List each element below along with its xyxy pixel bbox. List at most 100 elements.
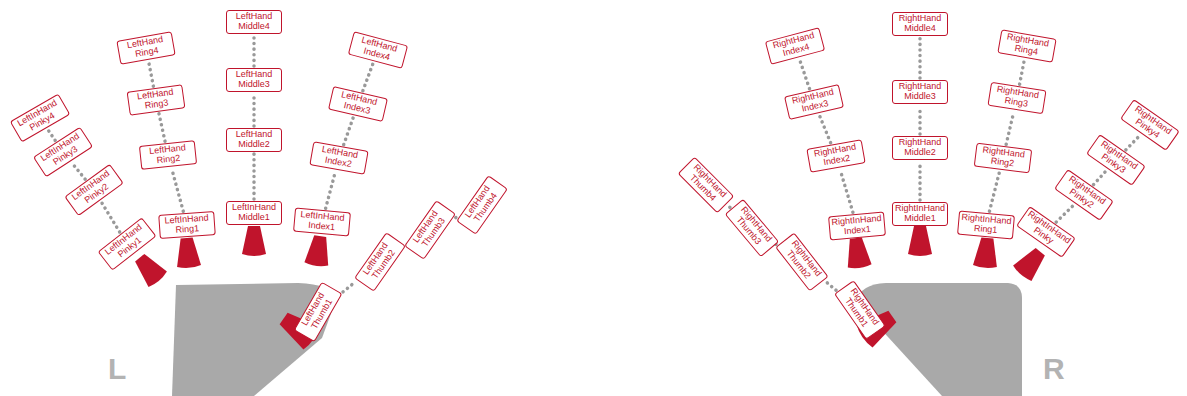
bone-label: LeftHand Index3 — [328, 86, 388, 122]
joint-connector — [918, 162, 922, 200]
bone-label: RightHand Ring3 — [987, 82, 1046, 114]
bone-name: LeftHand Index3 — [331, 89, 384, 120]
bone-label: RightHand Pinky3 — [1086, 134, 1146, 186]
bone-base — [131, 250, 169, 288]
joint-connector — [826, 282, 836, 291]
bone-name: RightHand Ring2 — [977, 145, 1029, 171]
bone-label: RightHand Pinky2 — [1054, 169, 1114, 221]
bone-label: RightHand Middle3 — [892, 80, 948, 104]
bone-name: RightHand Index2 — [810, 142, 863, 170]
bone-base — [304, 234, 332, 267]
bone-label: RightHand Ring2 — [974, 143, 1032, 173]
bone-label: RightInHand Ring1 — [957, 211, 1015, 240]
bone-name: LeftInHand Ring1 — [161, 213, 212, 236]
joint-connector — [149, 62, 154, 86]
joint-connector — [48, 130, 55, 141]
bone-name: RightInHand Index1 — [831, 214, 883, 238]
bone-label: RightHand Thumb2 — [775, 233, 828, 292]
bone-name: LeftHand Middle2 — [229, 130, 279, 150]
joint-connector — [819, 115, 830, 143]
bone-label: RightHand Index3 — [784, 84, 844, 120]
joint-connector — [72, 163, 85, 179]
bone-name: RightHand Ring4 — [1001, 32, 1054, 60]
bone-label: LeftHand Middle3 — [226, 68, 282, 92]
bone-name: LeftHand Index4 — [351, 34, 404, 66]
bone-label: RightHand Ring4 — [997, 29, 1056, 62]
bone-name: RightHand Middle2 — [895, 138, 945, 158]
bone-label: RightHand Index2 — [806, 139, 865, 172]
bone-label: LeftHand Ring3 — [127, 84, 186, 115]
bone-name: RightInHand Pinky — [1020, 209, 1072, 254]
bone-label: LeftHand Ring4 — [116, 31, 175, 64]
joint-connector — [101, 202, 119, 232]
bone-name: LeftHand Index2 — [313, 144, 366, 172]
bone-label: RightInHand Pinky — [1016, 206, 1076, 258]
bone-name: RightHand Pinky2 — [1058, 172, 1110, 217]
bone-label: LeftHand Thumb3 — [404, 200, 456, 260]
bone-name: RightInHand Ring1 — [960, 213, 1012, 237]
bone-label: LeftHand Thumb4 — [456, 175, 508, 235]
joint-connector — [344, 117, 354, 144]
bone-label: LeftHand Middle2 — [226, 128, 282, 152]
bone-label: LeftInHand Ring1 — [158, 211, 216, 239]
bone-label: LeftHand Index4 — [348, 31, 408, 68]
bone-name: RightHand Index3 — [787, 87, 840, 118]
bone-label: RightInHand Index1 — [828, 212, 886, 241]
bone-name: LeftHand Thumb4 — [460, 179, 505, 231]
joint-connector — [918, 38, 922, 78]
bone-name: RightHand Middle3 — [895, 82, 945, 102]
joint-connector — [1094, 170, 1107, 184]
joint-connector — [840, 170, 853, 213]
bone-name: LeftHand Thumb3 — [408, 204, 453, 256]
joint-connector — [918, 106, 922, 134]
bone-label: LeftInHand Index1 — [293, 208, 351, 237]
bone-base — [175, 237, 202, 269]
joint-connector — [252, 154, 256, 199]
joint-connector — [989, 172, 999, 212]
bone-name: LeftHand Middle3 — [229, 70, 279, 90]
bone-name: RightHand Ring3 — [991, 84, 1043, 111]
bone-name: RightHand Pinky3 — [1090, 137, 1142, 182]
bone-label: LeftInHand Pinky2 — [64, 164, 123, 216]
joint-connector — [1126, 135, 1140, 150]
bone-label: RightHand Thumb4 — [678, 157, 734, 213]
hand-side-letter: L — [108, 352, 126, 386]
bone-label: LeftInHand Pinky4 — [10, 94, 70, 143]
bone-name: LeftInHand Middle1 — [229, 203, 279, 223]
bone-name: RightHand Pinky4 — [1124, 102, 1176, 147]
bone-name: RightHand Thumb3 — [728, 202, 775, 253]
bone-name: LeftHand Thumb2 — [358, 236, 403, 288]
bone-label: RightHand Index4 — [765, 27, 825, 64]
joint-connector — [159, 114, 165, 142]
joint-connector — [1020, 60, 1025, 84]
bone-name: LeftHand Ring2 — [142, 142, 194, 167]
bone-name: LeftHand Ring3 — [130, 87, 182, 114]
bone-name: LeftHand Ring4 — [120, 34, 173, 62]
bone-label: RightHand Middle2 — [892, 136, 948, 160]
bone-name: RightHand Thumb2 — [779, 236, 825, 288]
joint-connector — [363, 63, 373, 91]
bone-name: LeftInHand Index1 — [296, 210, 348, 234]
bone-base — [242, 226, 266, 256]
right-palm — [856, 283, 1022, 396]
joint-connector — [728, 205, 730, 207]
bone-base — [1012, 244, 1050, 282]
bone-label: LeftInHand Middle1 — [226, 201, 282, 225]
bone-label: LeftHand Thumb2 — [354, 232, 406, 292]
joint-connector — [172, 169, 184, 212]
joint-connector — [1006, 112, 1014, 145]
bone-name: LeftHand Middle4 — [229, 12, 279, 32]
bone-label: RightHand Thumb3 — [725, 199, 779, 257]
bone-base — [844, 236, 872, 269]
bone-name: LeftInHand Pinky3 — [37, 130, 90, 174]
bone-label: LeftHand Middle4 — [226, 10, 282, 34]
bone-label: LeftInHand Pinky3 — [33, 127, 93, 177]
bone-name: LeftInHand Pinky2 — [68, 167, 120, 212]
bone-name: RightInHand Middle1 — [895, 204, 945, 224]
bone-name: LeftInHand Pinky4 — [13, 97, 66, 139]
joint-connector — [343, 282, 356, 292]
bone-label: RightHand Pinky4 — [1120, 99, 1180, 151]
